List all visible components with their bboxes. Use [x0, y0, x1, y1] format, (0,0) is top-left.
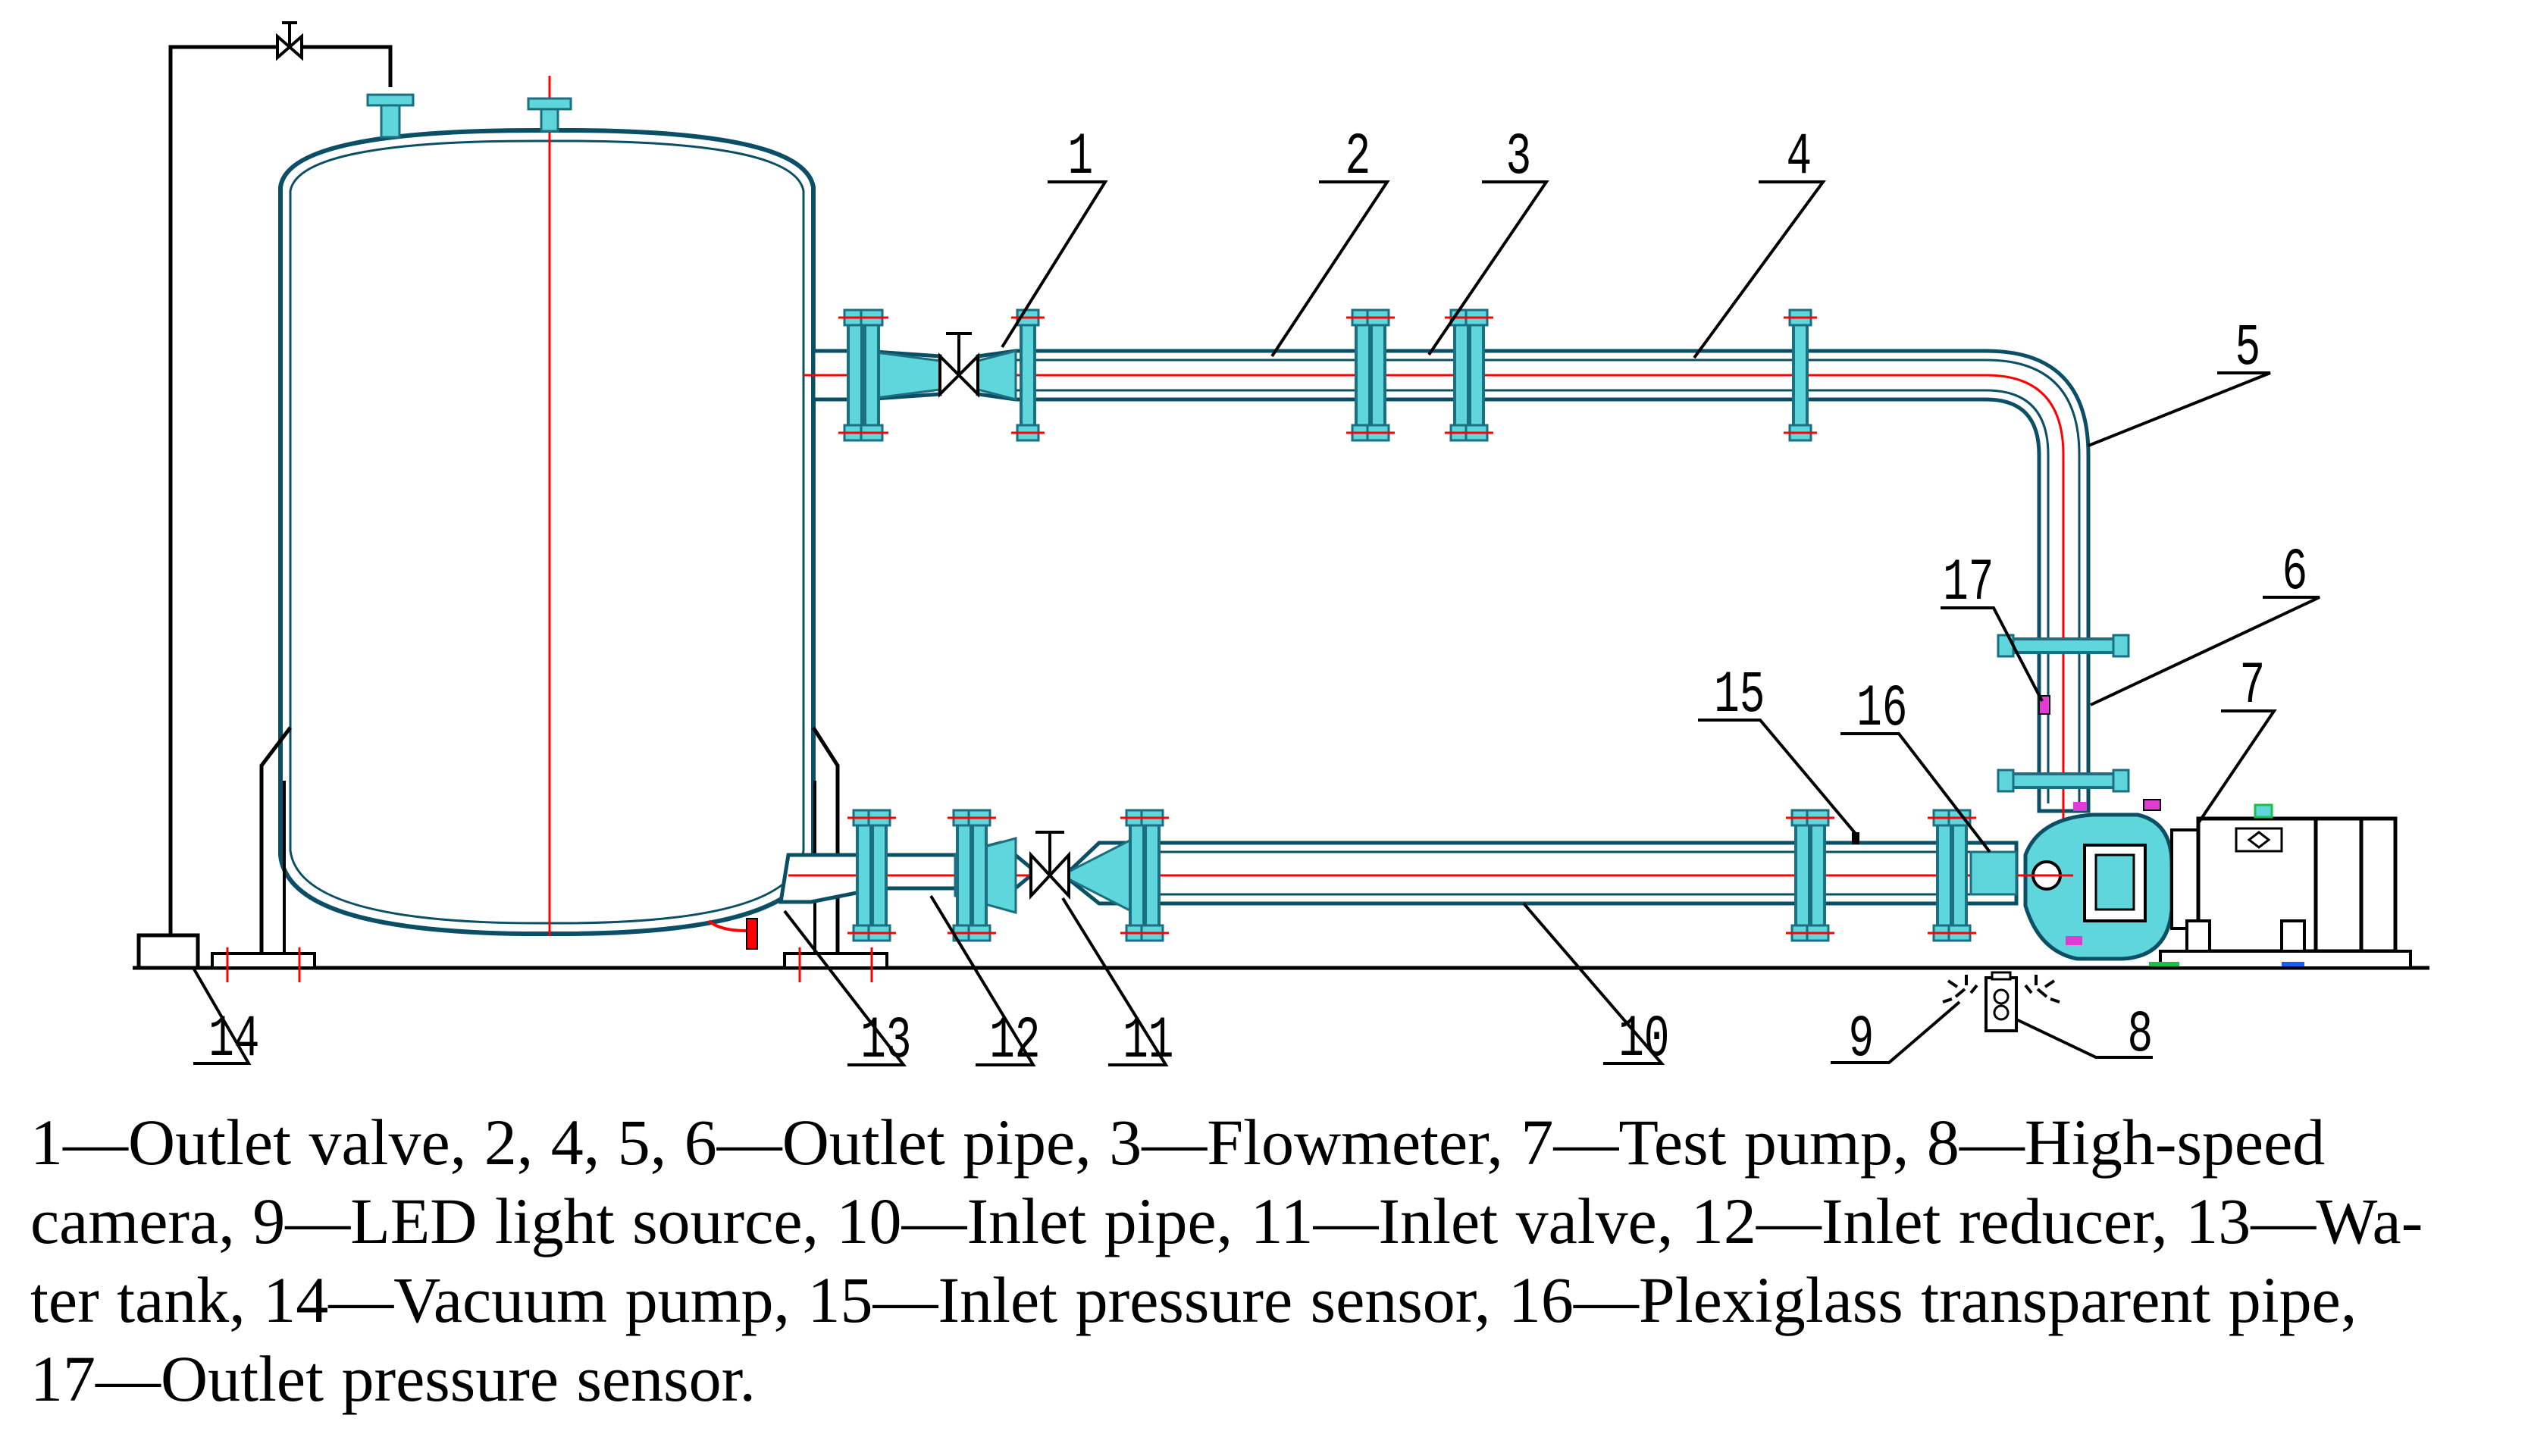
- caption-line-4: 17—Outlet pressure sensor.: [30, 1342, 757, 1415]
- vacuum-valve-icon: [276, 21, 303, 61]
- inlet-pipe: [778, 809, 2062, 942]
- callout-9: 9: [1849, 1007, 1875, 1073]
- callout-6: 6: [2282, 540, 2308, 606]
- outlet-valve-icon: [938, 332, 979, 398]
- callout-1: 1: [1068, 124, 1094, 191]
- led-light-source: [1942, 975, 2060, 1004]
- callout-12: 12: [989, 1008, 1040, 1075]
- callout-17: 17: [1943, 550, 1994, 617]
- caption-line-1: 1—Outlet valve, 2, 4, 5, 6—Outlet pipe, …: [30, 1106, 2326, 1179]
- callout-4: 4: [1787, 124, 1812, 191]
- caption-line-2: camera, 9—LED light source, 10—Inlet pip…: [30, 1185, 2423, 1257]
- callout-numbers: 1 2 3 4 5 6 7 8 9 10 11 12 13 14 15 16 1…: [208, 124, 2307, 1075]
- water-tank: [211, 76, 888, 982]
- callout-3: 3: [1506, 124, 1532, 191]
- callout-13: 13: [860, 1008, 911, 1075]
- callout-15: 15: [1714, 662, 1765, 729]
- callout-8: 8: [2128, 1002, 2154, 1069]
- callout-5: 5: [2235, 315, 2261, 382]
- high-speed-camera: [1984, 971, 2018, 1032]
- callout-14: 14: [208, 1007, 259, 1073]
- callout-7: 7: [2240, 653, 2266, 720]
- outlet-pipe: [804, 308, 2130, 834]
- inlet-valve-icon: [1029, 831, 1070, 900]
- callout-10: 10: [1618, 1007, 1669, 1073]
- test-rig-schematic: 1 2 3 4 5 6 7 8 9 10 11 12 13 14 15 16 1…: [133, 21, 2429, 1075]
- caption-line-3: ter tank, 14—Vacuum pump, 15—Inlet press…: [30, 1263, 2357, 1336]
- test-pump: [2020, 799, 2412, 969]
- callout-leaders: [192, 180, 2320, 1066]
- figure-caption: 1—Outlet valve, 2, 4, 5, 6—Outlet pipe, …: [30, 1103, 2509, 1418]
- callout-16: 16: [1856, 676, 1907, 743]
- vacuum-pump: [136, 21, 393, 970]
- callout-2: 2: [1345, 124, 1371, 191]
- callout-11: 11: [1123, 1008, 1173, 1075]
